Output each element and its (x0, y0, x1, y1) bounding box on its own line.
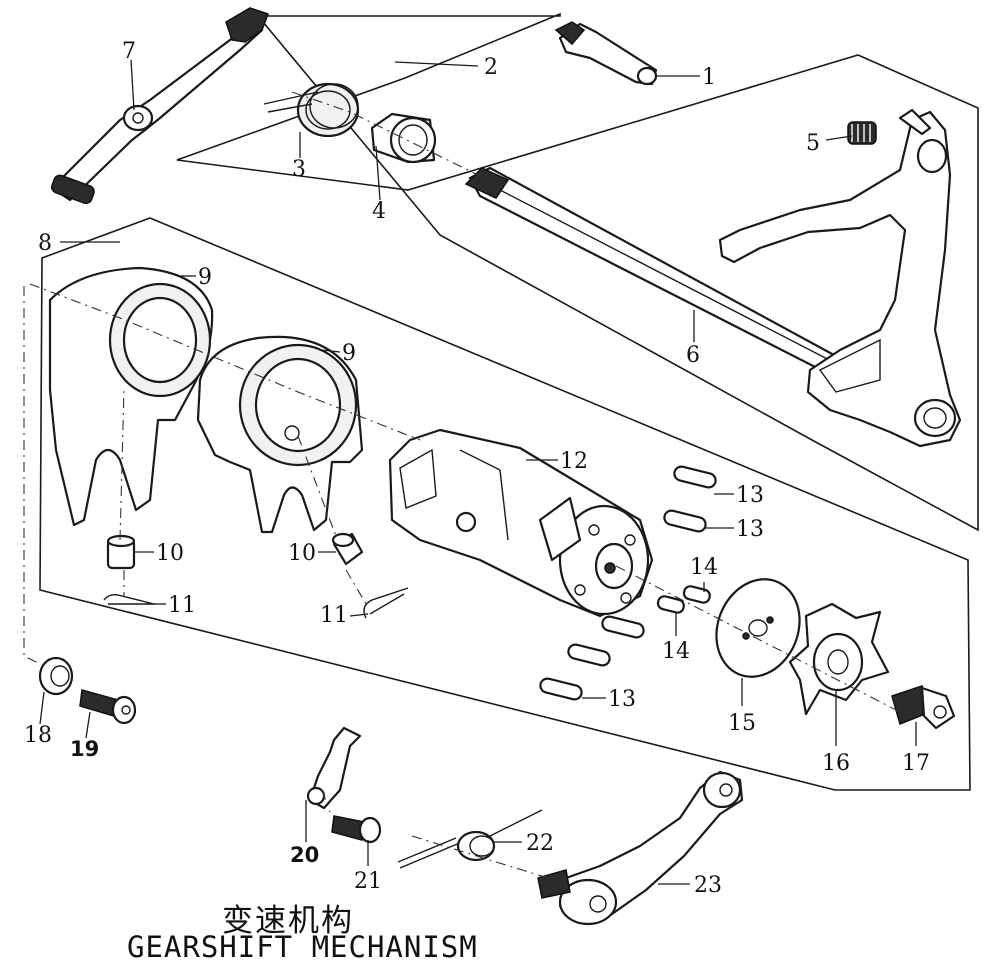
callout-15: 15 (728, 711, 756, 736)
callout-3: 3 (292, 157, 306, 182)
cotter-pin-11a (103, 593, 156, 605)
callout-16: 16 (822, 751, 850, 776)
screw-19 (79, 689, 137, 725)
callout-13c: 13 (608, 687, 636, 712)
cotter-pin-11b (363, 587, 409, 619)
callout-13a: 13 (736, 483, 764, 508)
stopper-spring-22 (397, 809, 543, 869)
callout-6: 6 (686, 343, 700, 368)
plate-15 (715, 578, 801, 678)
callout-labels: 1 2 3 4 5 6 7 8 9 9 10 10 11 11 12 13 13… (24, 39, 930, 898)
callout-11a: 11 (168, 593, 196, 618)
callout-12: 12 (560, 449, 588, 474)
diagram-title-english: GEARSHIFT MECHANISM (127, 930, 478, 964)
leader-lines (39, 59, 917, 885)
callout-14a: 14 (690, 555, 718, 580)
shift-drum-12 (388, 428, 654, 618)
bearing-retainer-18 (38, 656, 74, 696)
gearshift-pedal-7 (50, 7, 269, 205)
screw-21 (331, 815, 382, 844)
callout-19: 19 (70, 737, 99, 761)
callout-9a: 9 (198, 265, 212, 290)
stopper-plate-20 (306, 726, 362, 810)
star-cam-16 (788, 602, 890, 716)
callout-10b: 10 (288, 541, 316, 566)
callout-22: 22 (526, 831, 554, 856)
assembly-axis-lines (23, 91, 901, 879)
fork-pin-10b (331, 532, 364, 566)
fork-pin-10a (106, 534, 136, 570)
callout-5: 5 (806, 131, 820, 156)
pins-14 (656, 585, 711, 614)
bolt-17 (891, 685, 956, 730)
callout-8: 8 (38, 231, 52, 256)
callout-10a: 10 (156, 541, 184, 566)
callout-4: 4 (372, 199, 386, 224)
callout-7: 7 (122, 39, 136, 64)
stud-bolt-1 (554, 21, 658, 86)
gearshift-spindle-6 (464, 108, 962, 448)
callout-18: 18 (24, 723, 52, 748)
stopper-arm-23 (537, 770, 744, 926)
callout-11b: 11 (320, 603, 348, 628)
diagram-title-chinese: 变速机构 (222, 903, 354, 939)
torsion-spring-3 (263, 82, 360, 138)
callout-23: 23 (694, 873, 722, 898)
callout-9b: 9 (342, 341, 356, 366)
collar-4 (370, 112, 437, 164)
callout-20: 20 (290, 843, 319, 867)
shift-fork-9a (48, 266, 214, 527)
group-frame-2 (176, 12, 979, 532)
dowel-pins-13 (539, 465, 717, 701)
callout-13b: 13 (736, 517, 764, 542)
callout-17: 17 (902, 751, 930, 776)
callout-2: 2 (484, 55, 498, 80)
callout-1: 1 (702, 65, 716, 90)
callout-21: 21 (354, 869, 382, 894)
group-frame-8 (39, 217, 971, 791)
callout-14b: 14 (662, 639, 690, 664)
spring-5 (847, 121, 877, 145)
shift-fork-9b (196, 335, 364, 534)
